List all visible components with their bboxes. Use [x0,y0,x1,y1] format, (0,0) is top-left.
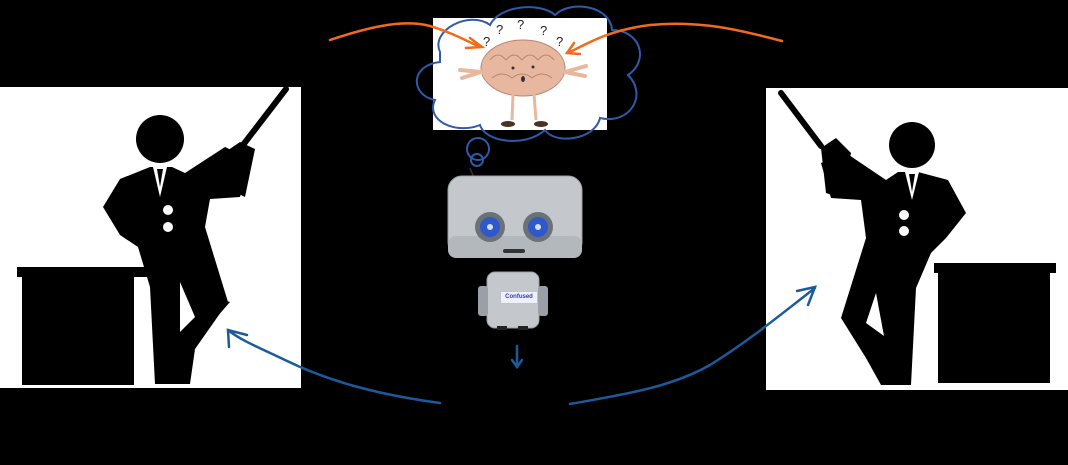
svg-text:?: ? [540,23,547,38]
svg-text:?: ? [556,34,563,49]
teacher-left-silhouette-icon [17,86,289,385]
svg-text:?: ? [496,22,503,37]
confused-robot-icon [447,167,583,330]
right-teacher-panel [766,88,1068,390]
robot-badge: Confused [500,291,538,304]
svg-text:?: ? [483,34,490,49]
orange-arrow-right-icon [564,22,784,56]
teacher-right-silhouette-icon [778,90,1056,385]
blue-arrow-to-right-teacher-icon [568,285,818,406]
blue-arrow-to-left-teacher-icon [226,328,442,405]
left-teacher-panel [0,86,301,388]
down-arrow-icon [510,344,524,370]
confused-brain-icon: ? ? ? ? ? [458,17,588,127]
thought-cloud-icon [415,5,641,167]
orange-arrow-left-icon [328,22,486,50]
svg-text:?: ? [517,17,524,32]
